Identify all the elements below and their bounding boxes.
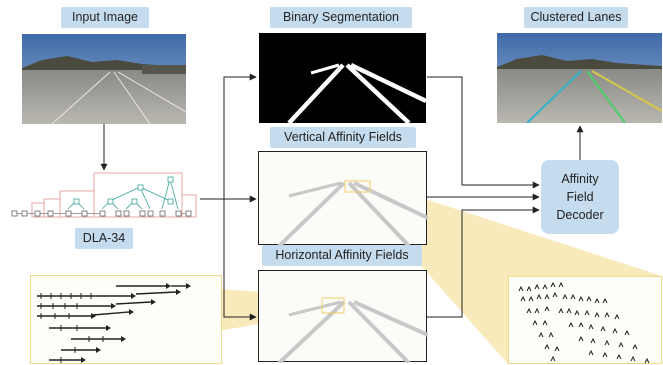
dla-node — [73, 198, 80, 205]
dla-node — [47, 210, 54, 217]
clustered-lanes-title: Clustered Lanes — [524, 7, 628, 28]
input-image-title: Input Image — [61, 7, 149, 28]
binary-segmentation-title: Binary Segmentation — [270, 7, 412, 28]
dla-node — [167, 176, 174, 183]
dla-node — [167, 198, 174, 205]
dla-node — [34, 210, 41, 217]
vertical-zoom-box — [508, 276, 662, 364]
clustered-lanes-image — [497, 33, 662, 123]
dla-node — [147, 210, 154, 217]
decoder-line-2: Field — [566, 190, 594, 204]
dla-node — [115, 210, 122, 217]
decoder-line-1: Affinity — [561, 172, 599, 186]
dla-agg-2 — [101, 186, 171, 210]
affinity-field-decoder: Affinity Field Decoder — [541, 160, 619, 234]
dla-34-backbone — [11, 172, 197, 218]
dla-node — [139, 210, 146, 217]
horizontal-zoom-box — [30, 275, 222, 364]
arrow-row-3 — [37, 301, 152, 307]
arrow-row-2 — [37, 291, 177, 297]
decoder-line-3: Decoder — [556, 208, 604, 222]
horizontal-affinity-image — [258, 270, 428, 363]
dla-node — [11, 210, 18, 217]
dla-node — [99, 210, 106, 217]
dla-34-label: DLA-34 — [75, 228, 133, 249]
dla-node — [123, 210, 130, 217]
dla-stage-5 — [181, 194, 197, 218]
vertical-arrow-field — [518, 281, 650, 364]
binary-segmentation-image — [259, 33, 426, 123]
arrow-row-4 — [37, 311, 130, 317]
dla-node — [107, 198, 114, 205]
dla-node — [185, 210, 192, 217]
dla-node — [65, 210, 72, 217]
dla-node — [21, 210, 28, 217]
horizontal-affinity-title: Horizontal Affinity Fields — [262, 245, 422, 266]
input-road-image — [22, 34, 186, 124]
vertical-affinity-title: Vertical Affinity Fields — [270, 127, 416, 148]
dla-agg-3 — [139, 177, 179, 210]
dla-node — [175, 210, 182, 217]
horizontal-arrow-field — [37, 283, 191, 363]
dla-node — [131, 198, 138, 205]
dla-node — [81, 210, 88, 217]
dla-node — [159, 210, 166, 217]
dla-node — [137, 184, 144, 191]
vertical-affinity-image — [258, 151, 428, 246]
